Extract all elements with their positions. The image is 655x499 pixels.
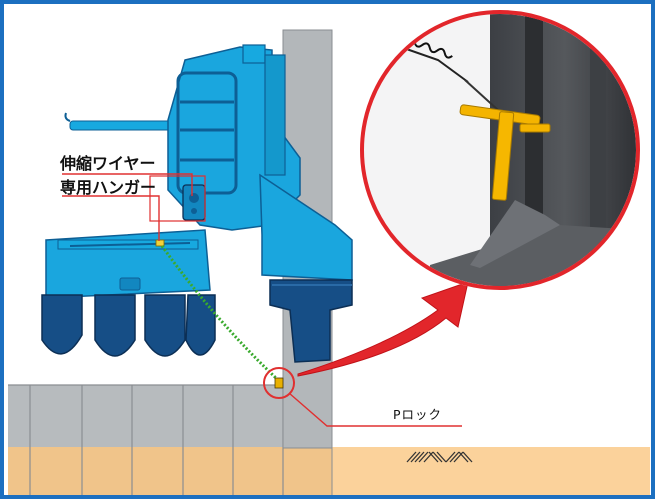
plock-leader xyxy=(288,392,462,427)
zoom-detail xyxy=(360,10,640,290)
label-p-lock: Pロック xyxy=(393,407,443,422)
label-special-hanger: 専用ハンガー xyxy=(60,178,157,197)
callout-lines xyxy=(62,173,193,241)
plock-marker-circle xyxy=(263,367,295,399)
extension-wire xyxy=(160,245,278,380)
sheet-pile-wall xyxy=(8,384,332,495)
plock-marker xyxy=(274,377,284,389)
label-extension-wire: 伸縮ワイヤー xyxy=(60,154,156,173)
pile-press-machine xyxy=(41,44,353,363)
callout-box-wire xyxy=(149,175,206,222)
zoom-arrow xyxy=(297,281,469,377)
ground-hatch-icon xyxy=(406,451,473,463)
soil-right xyxy=(332,447,650,495)
